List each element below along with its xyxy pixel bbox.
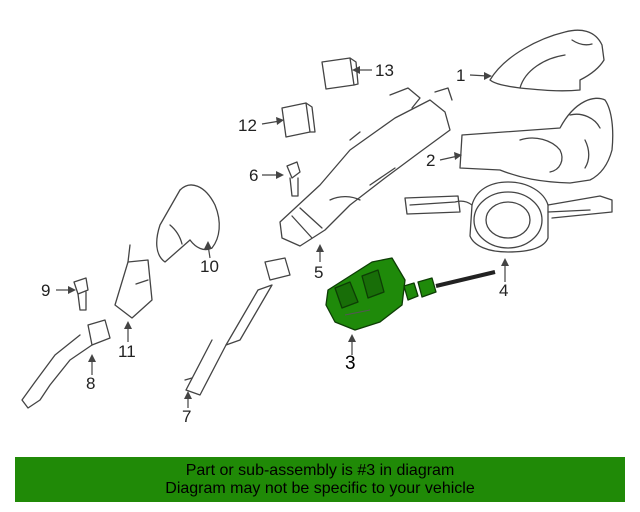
- callout-4: 4: [499, 281, 509, 300]
- part-7-shaft: [184, 257, 291, 396]
- callout-6: 6: [249, 166, 259, 185]
- part-10-boot: [156, 184, 220, 263]
- parts-diagram: [21, 29, 614, 409]
- callout-10: 10: [200, 257, 219, 276]
- callout-12: 12: [238, 116, 257, 135]
- part-6-bolt: [286, 161, 301, 197]
- callout-2: 2: [426, 151, 436, 170]
- banner-line-1: Part or sub-assembly is #3 in diagram: [185, 461, 455, 479]
- callout-7: 7: [182, 407, 192, 426]
- part-13-module: [321, 57, 359, 90]
- part-3-ignition-switch: [325, 257, 496, 331]
- part-9-bolt: [73, 277, 89, 311]
- part-11-bracket: [114, 244, 153, 319]
- callout-5: 5: [314, 263, 324, 282]
- part-2-lower-shroud: [459, 97, 614, 184]
- part-5-steering-column: [279, 87, 453, 247]
- info-banner: Part or sub-assembly is #3 in diagram Di…: [15, 457, 625, 502]
- arrowheads: [68, 66, 509, 399]
- part-12-module: [281, 102, 316, 138]
- callout-9: 9: [41, 281, 51, 300]
- callout-8: 8: [86, 374, 96, 393]
- banner-line-2: Diagram may not be specific to your vehi…: [165, 479, 475, 497]
- callout-11: 11: [118, 342, 136, 361]
- callout-1: 1: [456, 66, 466, 85]
- part-8-lower-shaft: [21, 319, 111, 409]
- callout-3: 3: [345, 353, 356, 374]
- part-4-switch-assembly: [404, 181, 613, 253]
- part-1-upper-shroud: [489, 29, 605, 92]
- callout-13: 13: [375, 61, 394, 80]
